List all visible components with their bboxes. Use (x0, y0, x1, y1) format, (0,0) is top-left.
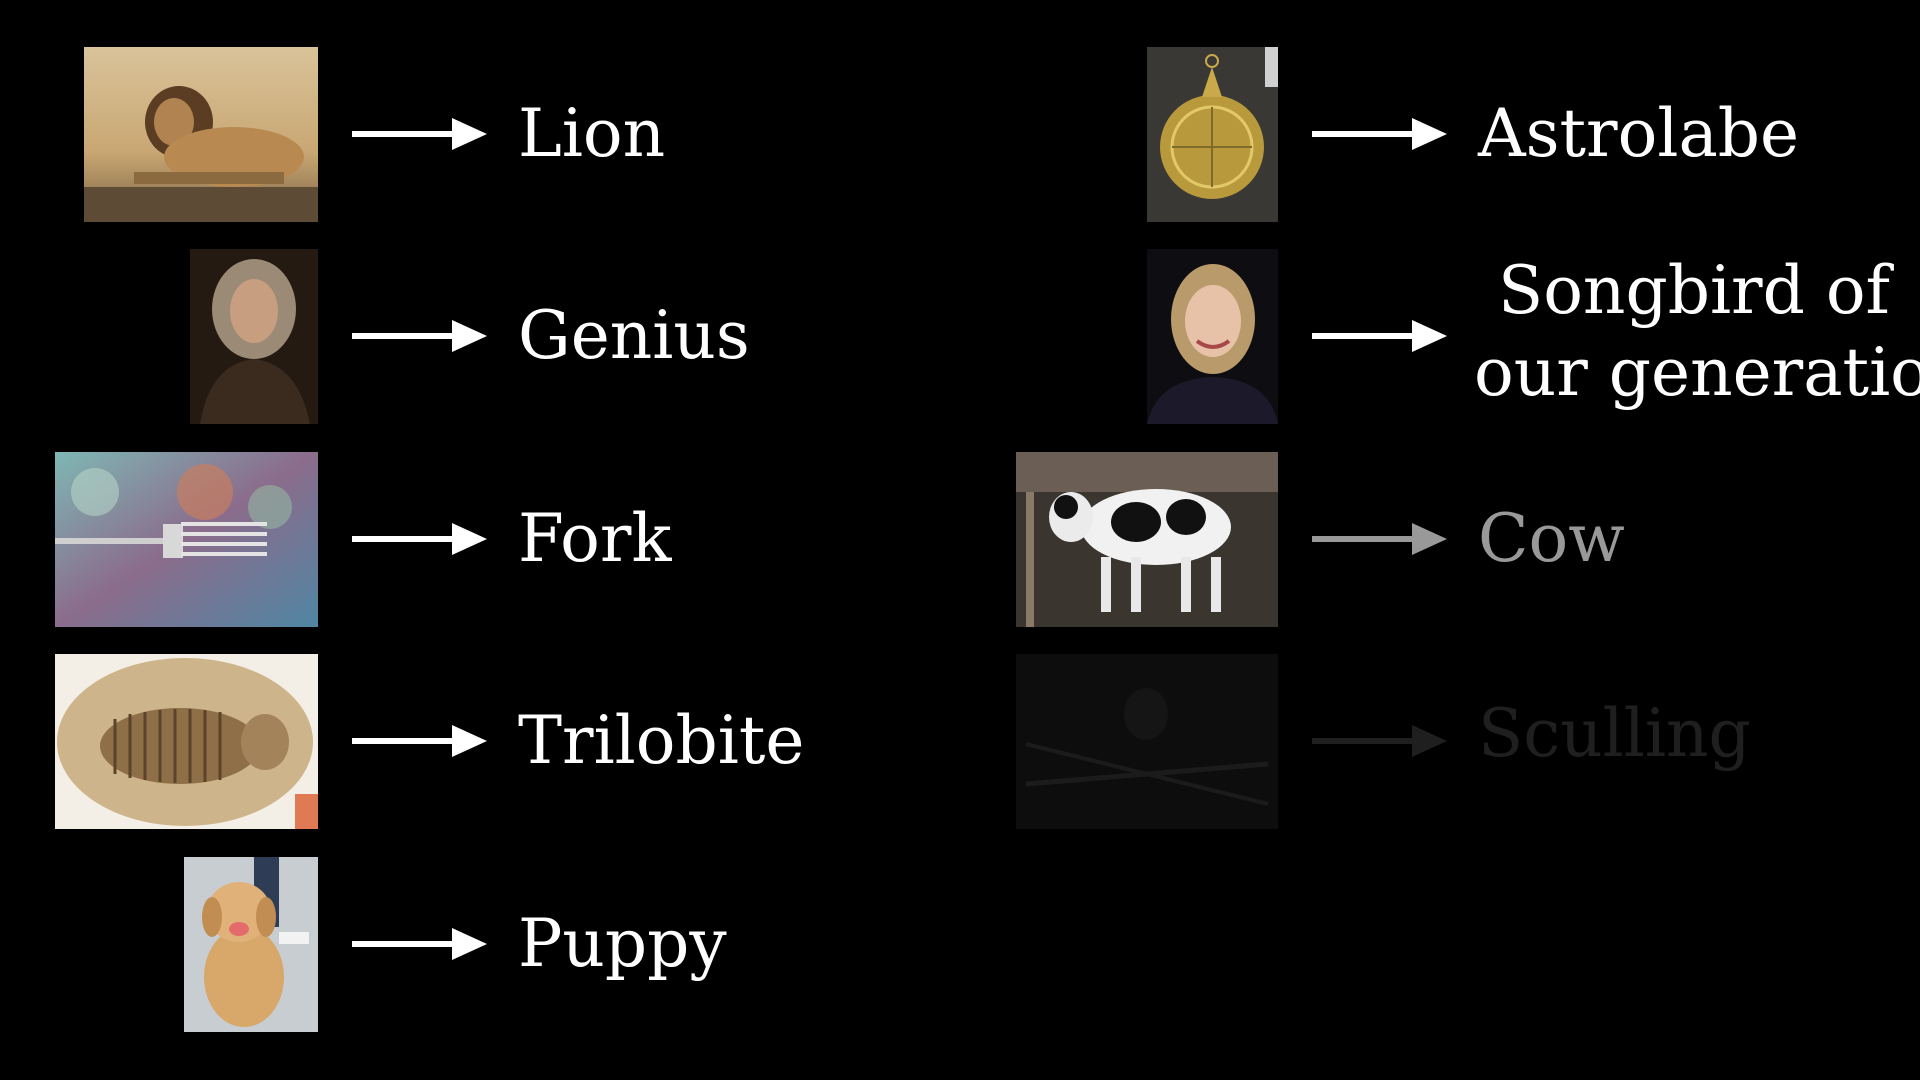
arrow-right-icon (1312, 523, 1447, 555)
arrow-right-icon (352, 320, 487, 352)
puppy-image (184, 857, 318, 1032)
arrow-right-icon (352, 118, 487, 150)
label-cow: Cow (1478, 500, 1625, 577)
arrow-right-icon (1312, 118, 1447, 150)
singer-portrait-image (1147, 249, 1278, 424)
label-lion: Lion (518, 95, 666, 172)
arrow-right-icon (352, 725, 487, 757)
arrow-right-icon (1312, 320, 1447, 352)
label-puppy: Puppy (518, 905, 727, 982)
label-astrolabe: Astrolabe (1478, 95, 1800, 172)
label-fork: Fork (518, 500, 672, 577)
fork-image (55, 452, 318, 627)
label-songbird-line1: Songbird of (1497, 252, 1890, 329)
cow-image (1016, 452, 1278, 627)
trilobite-fossil-image (55, 654, 318, 829)
label-sculling: Sculling (1478, 695, 1751, 772)
sculling-image (1016, 654, 1278, 829)
label-genius: Genius (518, 297, 750, 374)
arrow-right-icon (1312, 725, 1447, 757)
arrow-right-icon (352, 928, 487, 960)
label-songbird: Songbird of our generation (1474, 250, 1920, 414)
label-trilobite: Trilobite (518, 702, 805, 779)
newton-portrait-image (190, 249, 318, 424)
lion-image (84, 47, 318, 222)
arrow-right-icon (352, 523, 487, 555)
astrolabe-image (1147, 47, 1278, 222)
label-songbird-line2: our generation (1474, 334, 1920, 411)
